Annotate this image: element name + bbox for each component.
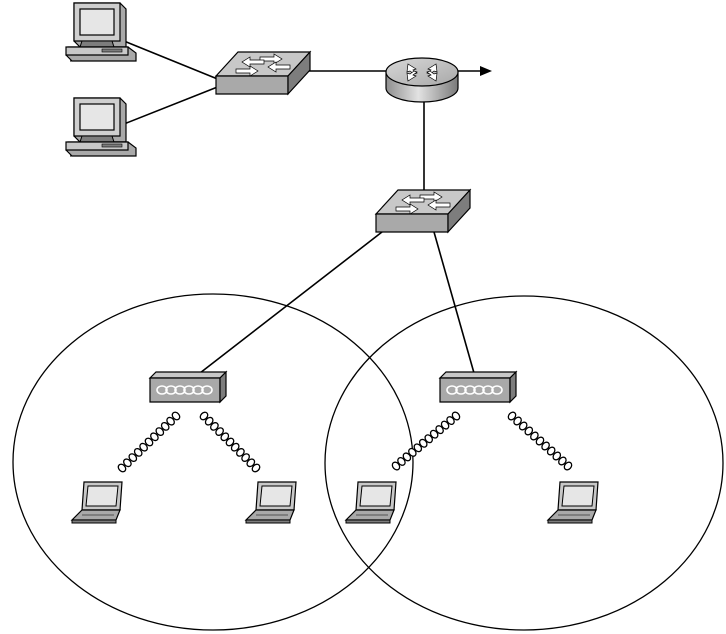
access-point-icon [440, 372, 516, 402]
access-point-icon [150, 372, 226, 402]
link-pc-1-switch-1 [124, 41, 220, 80]
link-switch-2-access-point-1 [200, 232, 382, 373]
desktop-computer-icon [66, 98, 136, 156]
wireless-link-ap1-laptop1 [117, 411, 181, 473]
laptop-icon [548, 482, 598, 523]
wireless-link-ap2-laptop4 [507, 411, 573, 472]
arrow-head-icon [480, 66, 492, 76]
coverage-area-cell-2 [325, 296, 723, 630]
router-icon [386, 58, 458, 102]
laptop-icon [246, 482, 296, 523]
wireless-link-ap1-laptop2 [199, 411, 261, 473]
laptop-icon [72, 482, 122, 523]
coverage-area-cell-1 [13, 294, 413, 630]
link-pc-2-switch-1 [124, 86, 220, 124]
laptop-icon [346, 482, 396, 523]
wireless-link-ap2-laptop3 [391, 411, 461, 472]
coverage-areas [13, 294, 723, 630]
switch-icon [376, 190, 470, 232]
desktop-computer-icon [66, 3, 136, 61]
switch-icon [216, 52, 310, 94]
